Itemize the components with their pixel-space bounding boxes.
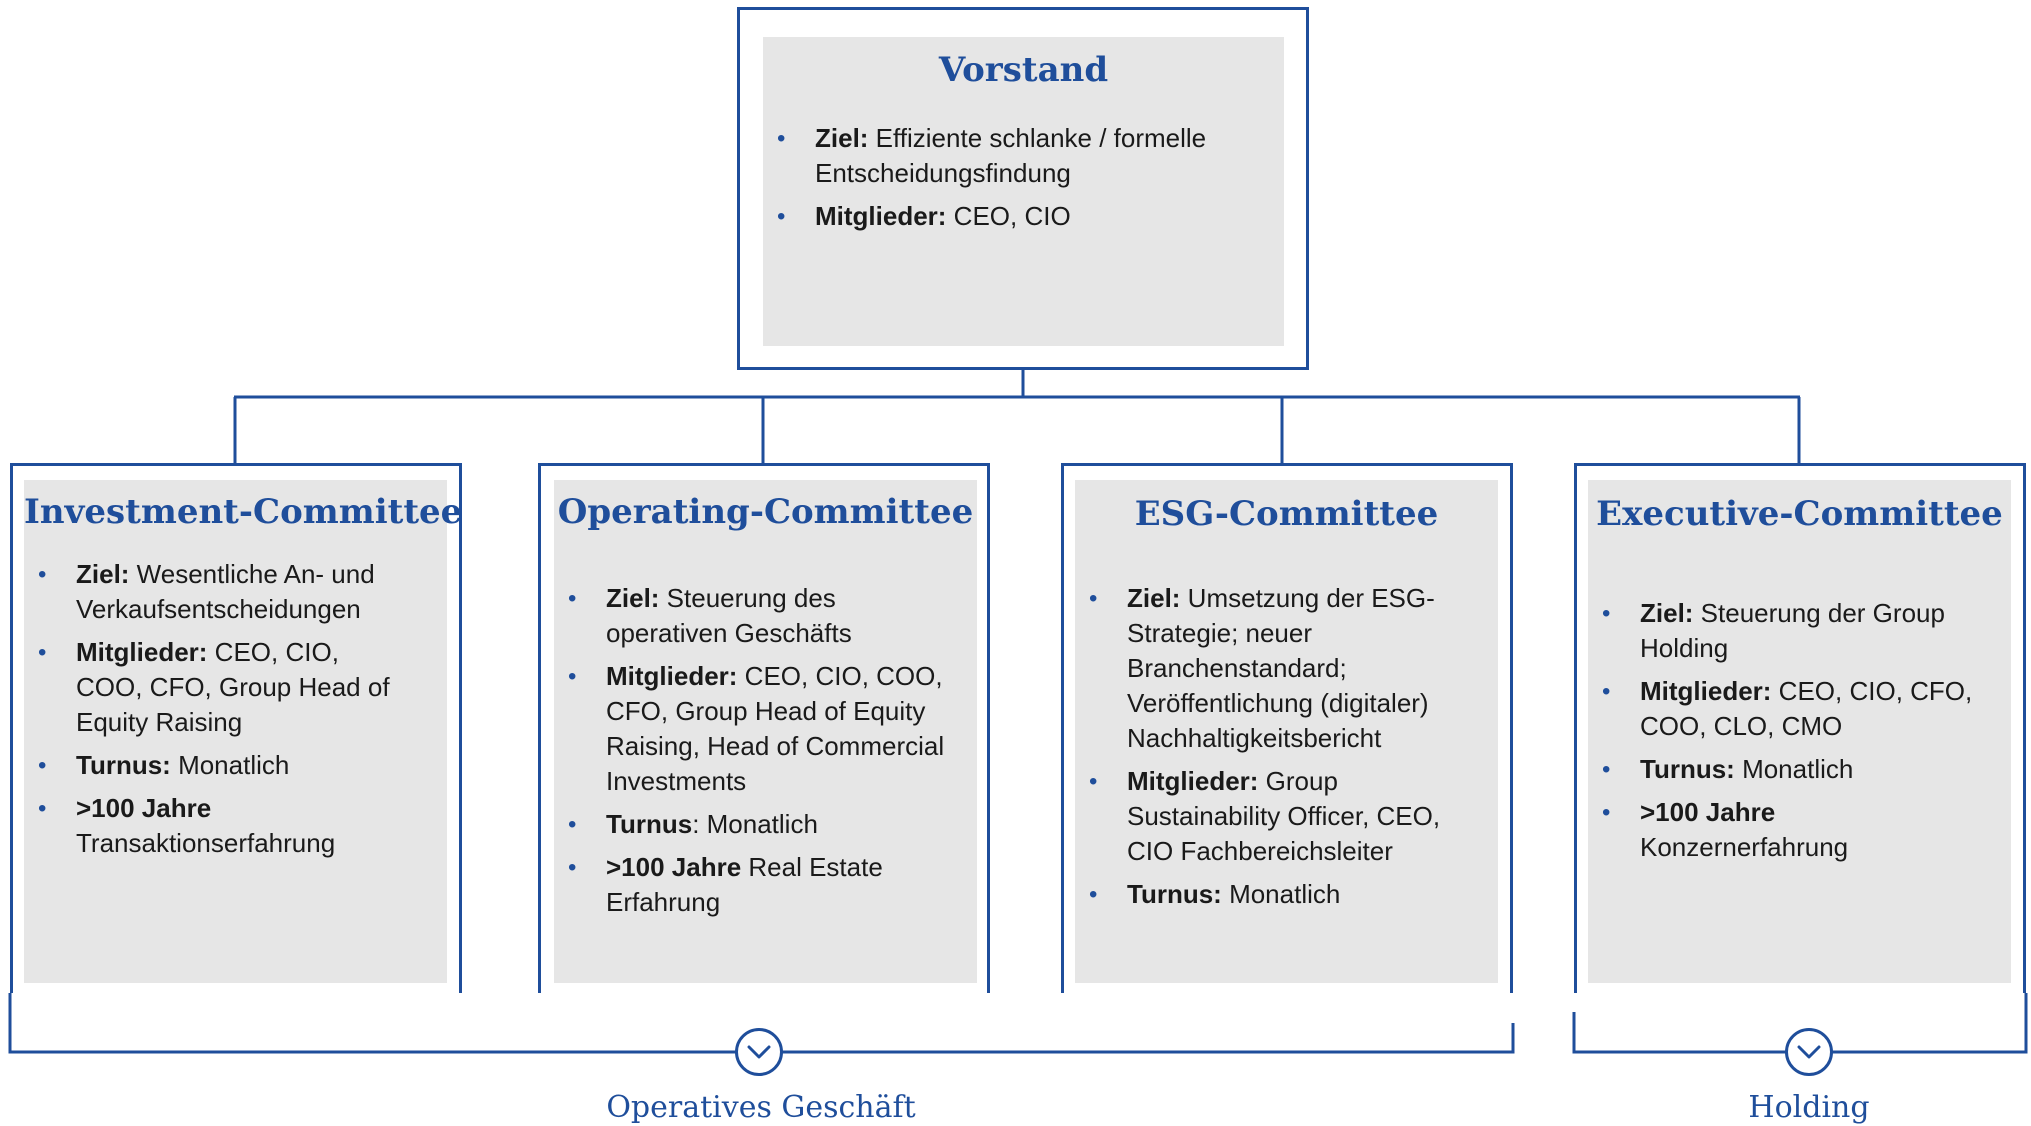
list-item: Ziel: Umsetzung der ESG-Strategie; neuer…	[1075, 581, 1488, 756]
list-item: Turnus: Monatlich	[1588, 752, 1981, 787]
list-item: Ziel: Effiziente schlanke / formelle Ent…	[763, 121, 1284, 191]
list-item: Mitglieder: CEO, CIO, COO, CFO, Group He…	[554, 659, 957, 799]
list-item: Mitglieder: Group Sustainability Officer…	[1075, 764, 1488, 869]
vorstand-list: Ziel: Effiziente schlanke / formelle Ent…	[763, 121, 1284, 242]
list-item: >100 Jahre Transaktionserfahrung	[24, 791, 409, 861]
executive-committee-panel: Executive-Committee Ziel: Steuerung der …	[1588, 480, 2011, 983]
operating-committee-panel: Operating-Committee Ziel: Steuerung des …	[554, 480, 977, 983]
executive-committee-title: Executive-Committee	[1596, 494, 2003, 534]
list-item: >100 Jahre Konzernerfahrung	[1588, 795, 1981, 865]
esg-committee-title: ESG-Committee	[1134, 494, 1439, 534]
group-label-operatives-geschaeft: Operatives Geschäft	[606, 1090, 916, 1125]
esg-committee-panel: ESG-Committee Ziel: Umsetzung der ESG-St…	[1075, 480, 1498, 983]
investment-committee-list: Ziel: Wesentliche An- und Verkaufsentsch…	[24, 557, 409, 869]
investment-committee-title: Investment-Committee	[24, 492, 463, 532]
list-item: Ziel: Steuerung der Group Holding	[1588, 596, 1981, 666]
investment-committee-panel: Investment-Committee Ziel: Wesentliche A…	[24, 480, 463, 983]
list-item: Turnus: Monatlich	[554, 807, 957, 842]
chevron-down-icon	[1785, 1028, 1833, 1076]
esg-committee-list: Ziel: Umsetzung der ESG-Strategie; neuer…	[1075, 581, 1488, 920]
list-item: Mitglieder: CEO, CIO, CFO, COO, CLO, CMO	[1588, 674, 1981, 744]
operating-committee-list: Ziel: Steuerung des operativen Geschäfts…	[554, 581, 957, 928]
executive-committee-list: Ziel: Steuerung der Group Holding Mitgli…	[1588, 596, 1981, 873]
group-label-holding: Holding	[1748, 1090, 1870, 1125]
list-item: >100 Jahre Real Estate Erfahrung	[554, 850, 957, 920]
list-item: Mitglieder: CEO, CIO, COO, CFO, Group He…	[24, 635, 409, 740]
vorstand-title: Vorstand	[938, 50, 1109, 90]
list-item: Turnus: Monatlich	[24, 748, 409, 783]
list-item: Turnus: Monatlich	[1075, 877, 1488, 912]
vorstand-panel: Vorstand Ziel: Effiziente schlanke / for…	[763, 37, 1284, 346]
chevron-down-icon	[735, 1028, 783, 1076]
list-item: Ziel: Wesentliche An- und Verkaufsentsch…	[24, 557, 409, 627]
list-item: Mitglieder: CEO, CIO	[763, 199, 1284, 234]
list-item: Ziel: Steuerung des operativen Geschäfts	[554, 581, 957, 651]
operating-committee-title: Operating-Committee	[557, 492, 974, 532]
